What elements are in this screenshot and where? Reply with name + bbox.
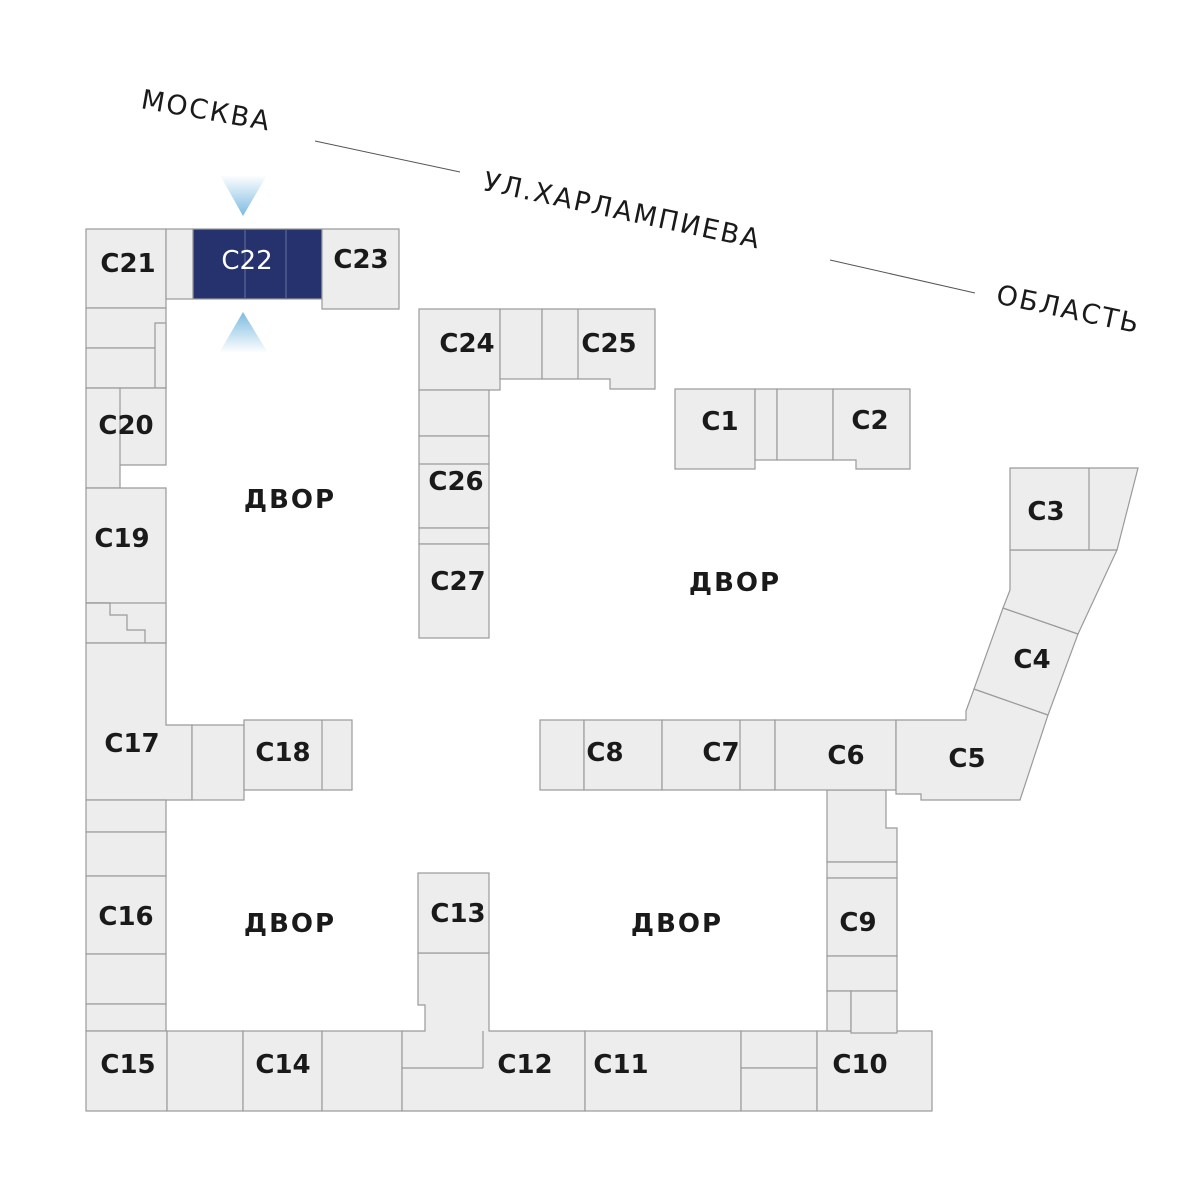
unit-c21[interactable]: C21 — [85, 228, 167, 309]
unit-block — [539, 719, 585, 791]
unit-block — [165, 228, 194, 300]
unit-block — [418, 527, 490, 545]
unit-block — [740, 1067, 818, 1112]
unit-c14-label: C14 — [255, 1050, 310, 1080]
unit-c14[interactable]: C14 — [242, 1030, 323, 1112]
unit-block — [85, 347, 167, 389]
unit-c11[interactable]: C11 — [584, 1030, 742, 1112]
unit-block — [85, 831, 167, 877]
street-label-region: ОБЛАСТЬ — [994, 280, 1144, 341]
unit-c22-label: C22 — [221, 246, 272, 276]
unit-c17-label: C17 — [104, 729, 159, 759]
unit-c18[interactable]: C18 — [243, 719, 353, 791]
unit-c9[interactable]: C9 — [826, 877, 898, 957]
unit-block — [754, 388, 778, 461]
unit-block — [826, 990, 852, 1032]
unit-c1-label: C1 — [701, 407, 738, 437]
unit-c3[interactable]: C3 — [1009, 467, 1139, 551]
unit-c8-label: C8 — [586, 738, 623, 768]
courtyard-label: ДВОР — [631, 909, 723, 939]
unit-block — [418, 389, 490, 437]
unit-block — [85, 799, 167, 833]
unit-block — [740, 1030, 818, 1069]
courtyard-label: ДВОР — [689, 568, 781, 598]
unit-c20-label: C20 — [98, 411, 153, 441]
unit-block — [321, 1030, 403, 1112]
unit-c2[interactable]: C2 — [832, 388, 911, 470]
triangle-down-icon — [220, 175, 267, 216]
unit-c9-label: C9 — [839, 908, 876, 938]
unit-c24-label: C24 — [439, 329, 494, 359]
unit-c6[interactable]: C6 — [774, 719, 897, 791]
triangle-up-icon — [219, 312, 268, 353]
unit-c15-label: C15 — [100, 1050, 155, 1080]
unit-block — [154, 322, 167, 389]
unit-c6-label: C6 — [827, 741, 864, 771]
unit-block — [191, 724, 245, 801]
unit-c5-label: C5 — [948, 744, 985, 774]
unit-block — [826, 955, 898, 992]
unit-c18-label: C18 — [255, 738, 310, 768]
unit-c12[interactable]: C12 — [401, 952, 586, 1112]
unit-c10-label: C10 — [832, 1050, 887, 1080]
unit-c25-label: C25 — [581, 329, 636, 359]
unit-c20[interactable]: C20 — [85, 387, 167, 489]
unit-c7-label: C7 — [702, 738, 739, 768]
unit-block — [826, 861, 898, 879]
unit-c4-label: C4 — [1013, 645, 1050, 675]
unit-c13[interactable]: C13 — [417, 872, 490, 954]
unit-block — [850, 990, 898, 1034]
unit-c17[interactable]: C17 — [85, 642, 193, 801]
unit-c11-label: C11 — [593, 1050, 648, 1080]
unit-c25[interactable]: C25 — [541, 308, 656, 390]
unit-c7[interactable]: C7 — [661, 719, 776, 791]
unit-c23[interactable]: C23 — [321, 228, 400, 310]
unit-c23-label: C23 — [333, 245, 388, 275]
unit-c19-label: C19 — [94, 524, 149, 554]
street-line-2 — [829, 259, 976, 294]
unit-c27-label: C27 — [430, 567, 485, 597]
unit-c5[interactable]: C5 — [895, 688, 1049, 801]
unit-c13-label: C13 — [430, 899, 485, 929]
unit-c24[interactable]: C24 — [418, 308, 501, 391]
unit-c15[interactable]: C15 — [85, 1030, 168, 1112]
unit-c19[interactable]: C19 — [85, 487, 167, 644]
unit-block — [85, 1003, 167, 1032]
unit-c1[interactable]: C1 — [674, 388, 756, 470]
unit-c4[interactable]: C4 — [973, 607, 1079, 716]
unit-block — [85, 307, 167, 349]
street-label-moscow: МОСКВА — [139, 84, 274, 137]
unit-block — [826, 789, 898, 863]
unit-c8[interactable]: C8 — [583, 719, 663, 791]
unit-block — [499, 308, 543, 380]
unit-c2-label: C2 — [851, 406, 888, 436]
unit-c27[interactable]: C27 — [418, 543, 490, 639]
unit-c16[interactable]: C16 — [85, 875, 167, 955]
unit-block — [776, 388, 834, 461]
unit-c22[interactable]: C22 — [192, 228, 323, 300]
unit-c16-label: C16 — [98, 902, 153, 932]
courtyard-label: ДВОР — [244, 485, 336, 515]
unit-c3-label: C3 — [1027, 497, 1064, 527]
unit-c10[interactable]: C10 — [816, 1030, 933, 1112]
courtyard-label: ДВОР — [244, 909, 336, 939]
unit-c26-label: C26 — [428, 467, 483, 497]
unit-block — [85, 953, 167, 1005]
street-line-1 — [314, 140, 461, 173]
street-label-kharlampieva: УЛ.ХАРЛАМПИЕВА — [481, 167, 764, 256]
unit-block — [166, 1030, 244, 1112]
unit-c26[interactable]: C26 — [418, 435, 490, 529]
unit-c21-label: C21 — [100, 249, 155, 279]
unit-c12-label: C12 — [497, 1050, 552, 1080]
